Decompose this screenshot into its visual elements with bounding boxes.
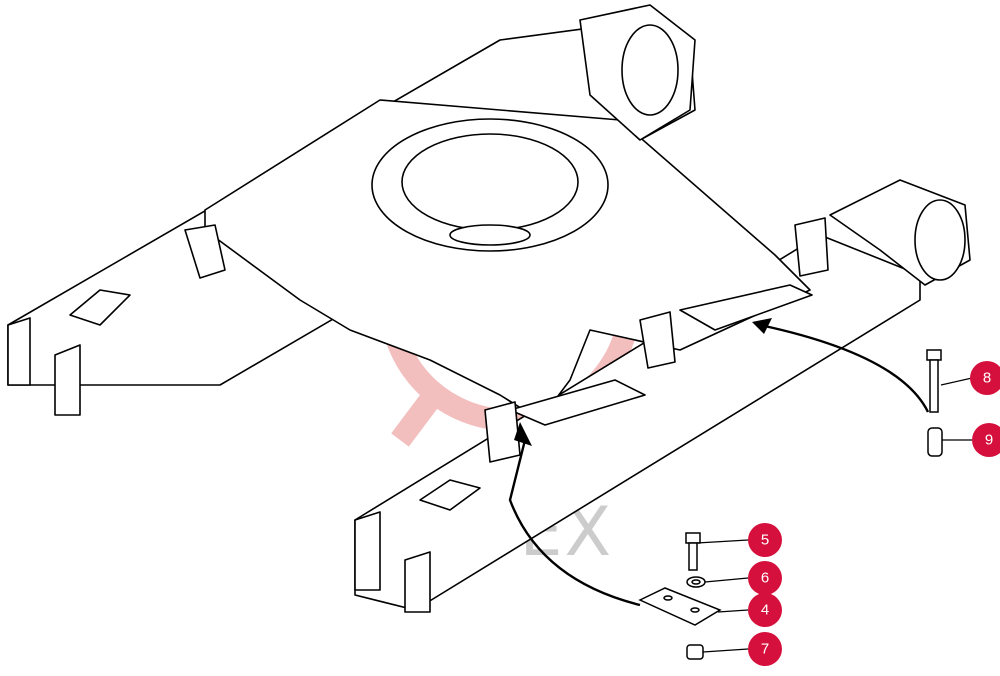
part-nut xyxy=(686,644,704,660)
arrowhead-icon xyxy=(514,422,532,446)
guide-arrows xyxy=(508,323,930,607)
callout-label: 7 xyxy=(761,641,769,658)
callout-label: 4 xyxy=(761,602,769,619)
callout-6[interactable]: 6 xyxy=(748,561,782,595)
callout-4[interactable]: 4 xyxy=(748,593,782,627)
arrow-to-block xyxy=(508,439,641,607)
callout-9[interactable]: 9 xyxy=(972,423,1000,457)
callout-7[interactable]: 7 xyxy=(748,632,782,666)
track-frame xyxy=(7,4,971,613)
callout-label: 8 xyxy=(983,370,991,387)
callout-8[interactable]: 8 xyxy=(970,361,1000,395)
callout-leaders xyxy=(696,377,973,653)
callout-label: 9 xyxy=(985,432,993,449)
callout-5[interactable]: 5 xyxy=(748,523,782,557)
part-bolt xyxy=(685,532,701,571)
arrowhead-icon xyxy=(752,318,772,334)
part-washer xyxy=(686,576,706,588)
arrow-to-front-block xyxy=(759,323,930,413)
part-plate xyxy=(638,587,722,626)
callout-label: 6 xyxy=(761,570,769,587)
part-long-bolt xyxy=(926,349,942,413)
callout-label: 5 xyxy=(761,532,769,549)
part-spacer-sleeve xyxy=(927,427,943,457)
